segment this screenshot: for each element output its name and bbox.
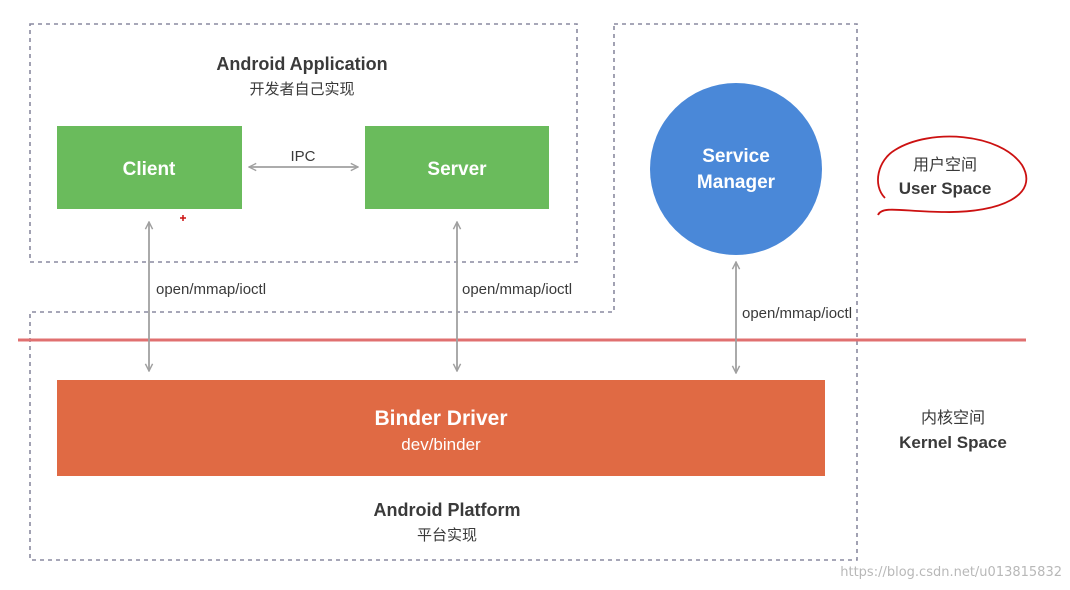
android-platform-title: Android Platform: [374, 500, 521, 520]
binder-driver-title: Binder Driver: [374, 407, 507, 430]
user-space-label-cn: 用户空间: [913, 155, 977, 174]
client-syscall-label: open/mmap/ioctl: [156, 281, 266, 298]
binder-driver-box: [57, 380, 825, 476]
kernel-space-label-cn: 内核空间: [921, 408, 985, 427]
android-application-region: [29, 23, 578, 263]
user-space-annotation-ellipse: [877, 135, 1028, 216]
service-manager-label-line2: Manager: [697, 172, 776, 193]
server-box: [365, 126, 549, 209]
service-manager-label-line1: Service: [702, 146, 770, 167]
binder-driver-subtitle: dev/binder: [401, 435, 481, 454]
watermark: https://blog.csdn.net/u013815832: [840, 565, 1062, 580]
android-application-subtitle: 开发者自己实现: [249, 80, 354, 98]
server-syscall-label: open/mmap/ioctl: [462, 281, 572, 298]
user-space-label-en: User Space: [899, 179, 992, 198]
server-label: Server: [427, 159, 487, 180]
ipc-label: IPC: [290, 148, 315, 165]
android-platform-subtitle: 平台实现: [417, 526, 477, 544]
android-application-title: Android Application: [216, 54, 387, 74]
client-box: [57, 126, 242, 209]
android-platform-region: [29, 23, 858, 561]
kernel-space-label-en: Kernel Space: [899, 433, 1007, 452]
service-manager-syscall-label: open/mmap/ioctl: [742, 305, 852, 322]
small-red-plus-icon: [180, 215, 186, 221]
service-manager-circle: [650, 83, 822, 255]
client-label: Client: [123, 159, 176, 180]
